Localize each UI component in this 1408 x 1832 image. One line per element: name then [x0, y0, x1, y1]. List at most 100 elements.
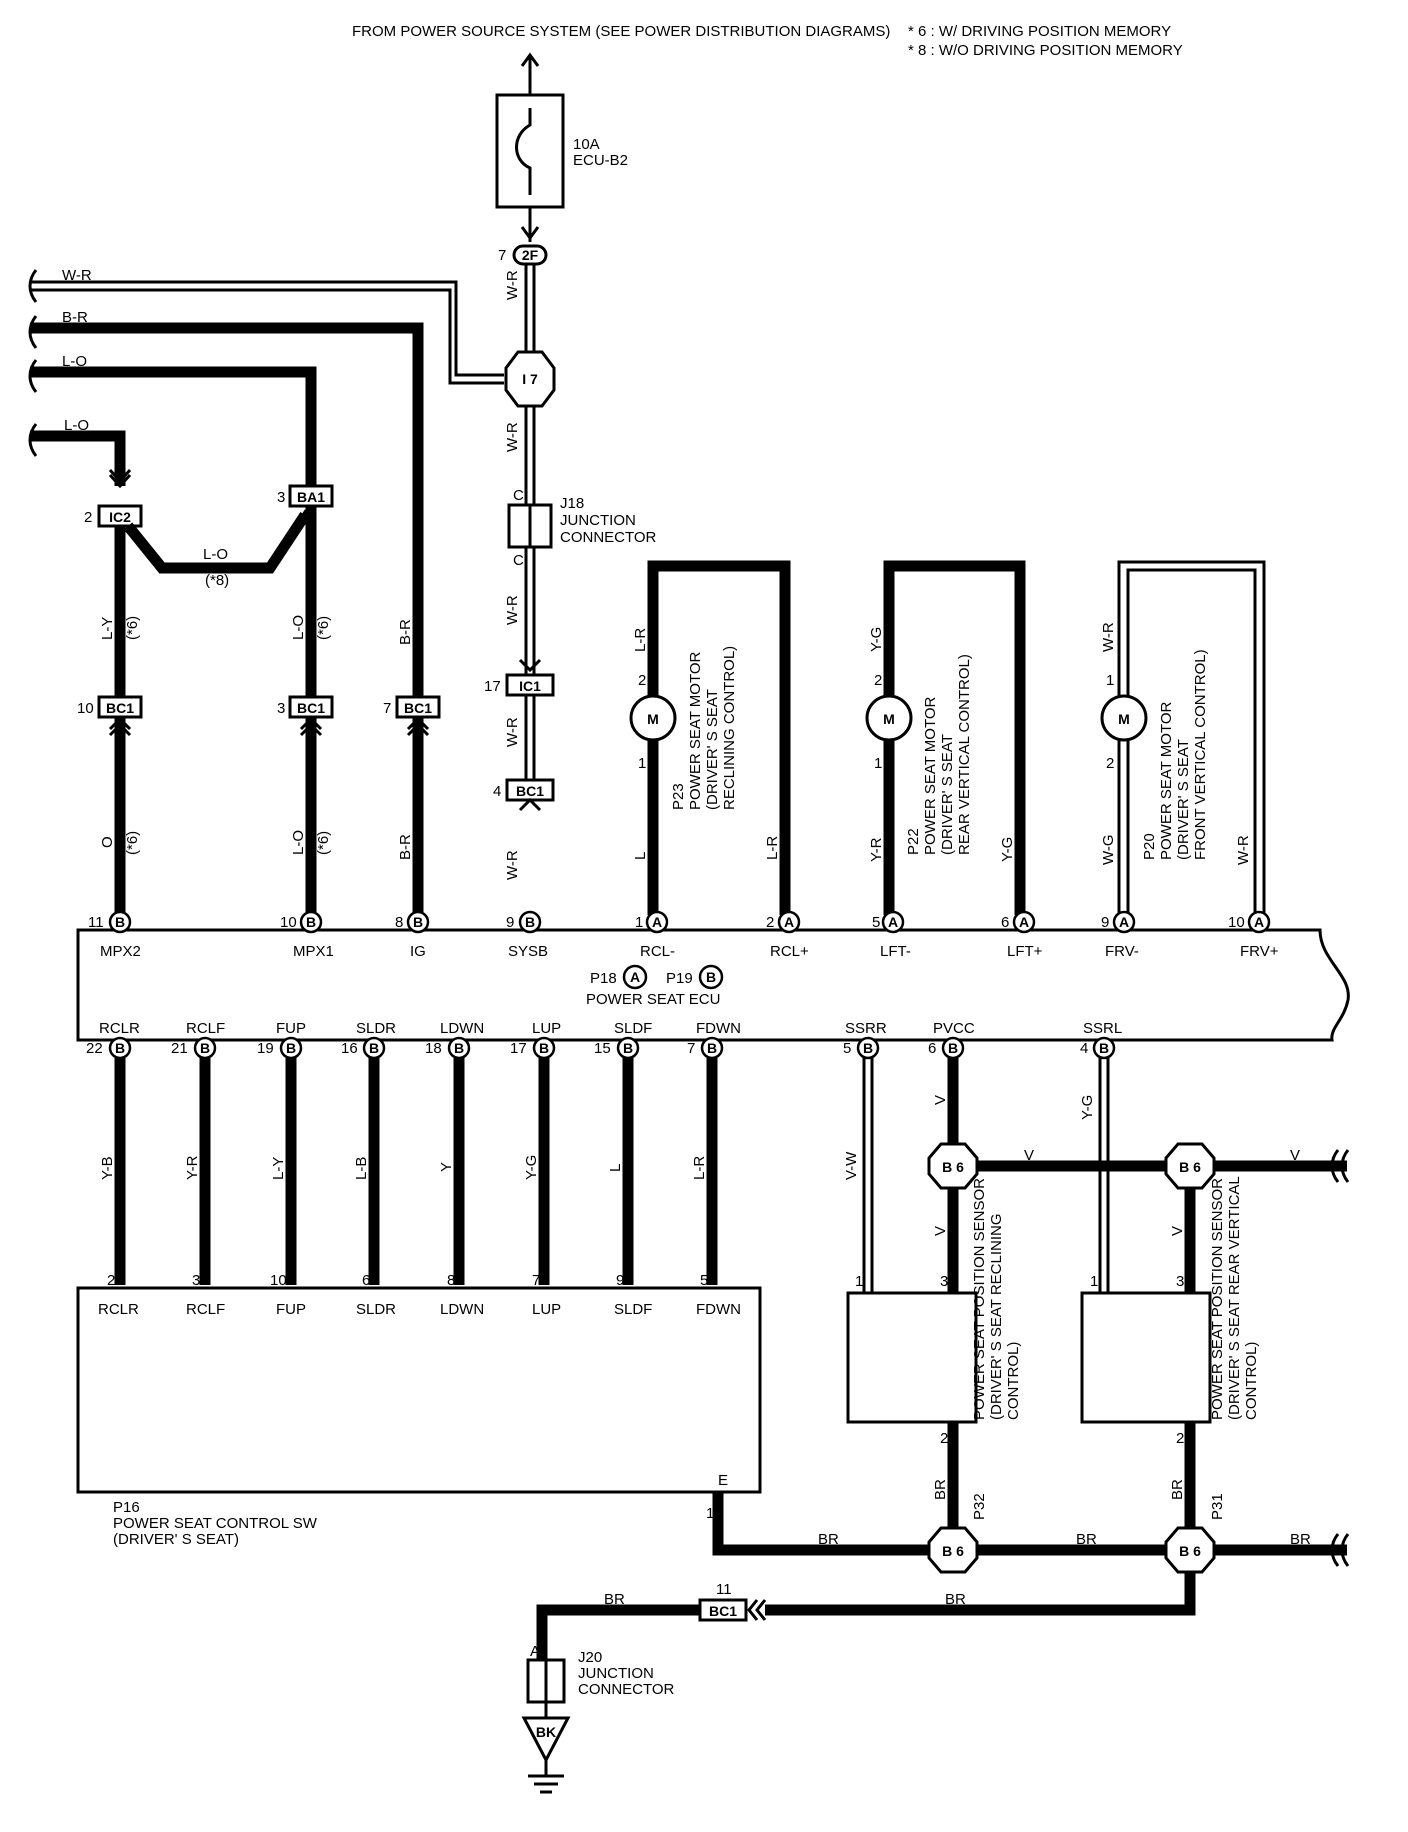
note-6-mpx1-b: (*6): [315, 831, 332, 855]
sw-wire-5: Y: [438, 1162, 455, 1172]
wire-mpx2: L-Y (*6) O (*6): [99, 526, 141, 915]
wire-label-v-1: V: [932, 1095, 949, 1105]
ecu-bottom-pins-switch: B 22 B 21 B 19 B 16 B 18 B 17 B 15 B 7: [86, 1036, 724, 1060]
ecu-bot-conn-2: B: [200, 1040, 210, 1056]
p31-pin3: 3: [1176, 1273, 1184, 1290]
bc1-ig-label: BC1: [404, 700, 432, 716]
wire-label-p23-l-r: L-R: [632, 628, 649, 652]
sw-wire-8: L-R: [691, 1156, 708, 1180]
ecu-top-conn-5: A: [652, 914, 662, 930]
wire-label-p22-y-g2: Y-G: [999, 837, 1016, 862]
ecu-top-conn-2: B: [306, 914, 316, 930]
wire-label-l-o-2: L-O: [290, 830, 307, 855]
ecu-bot-pin-2: 21: [171, 1040, 188, 1057]
fuse-ecu-b2: 10A ECU-B2: [495, 52, 628, 242]
power-seat-ecu: POWER SEAT ECU P18 A P19 B: [76, 928, 1350, 1042]
ecu-top-label-4: SYSB: [508, 943, 548, 960]
j18-name: JUNCTION: [560, 512, 636, 529]
motor-p22-l2: (DRIVER' S SEAT: [939, 734, 956, 855]
connector-ic1-label: IC1: [519, 678, 541, 694]
b6-br1-label: B 6: [942, 1543, 964, 1559]
note-8-link: (*8): [205, 572, 229, 589]
ecu-bot-label-8: FDWN: [696, 1020, 741, 1037]
ecu-top-pin-7: 5: [872, 914, 880, 931]
ecu-top-label-9: FRV-: [1105, 943, 1139, 960]
note-6-mpx1-a: (*6): [315, 616, 332, 640]
j18-name2: CONNECTOR: [560, 529, 657, 546]
p31-l1: POWER SEAT POSITION SENSOR: [1209, 1178, 1226, 1420]
motor-p23-pin1: 1: [638, 755, 646, 772]
ecu-bot-label-9: SSRR: [845, 1020, 887, 1037]
ecu-top-conn-3: B: [413, 914, 423, 930]
ecu-bot-pin-8: 7: [687, 1040, 695, 1057]
wire-label-br-1: BR: [932, 1479, 949, 1500]
ecu-bot-label-2: RCLF: [186, 1020, 225, 1037]
connector-i7-label: I 7: [522, 371, 538, 387]
bc1-mpx2-label: BC1: [106, 700, 134, 716]
connector-ic1: IC1 17: [484, 658, 555, 697]
sw-wire-2: Y-R: [184, 1155, 201, 1180]
ecu-top-pin-3: 8: [395, 914, 403, 931]
ecu-top-label-8: LFT+: [1007, 943, 1043, 960]
power-source-label: FROM POWER SOURCE SYSTEM (SEE POWER DIST…: [352, 23, 890, 40]
ecu-id-b: P19: [666, 970, 693, 987]
sw-name: POWER SEAT CONTROL SW: [113, 1515, 318, 1532]
ecu-top-label-6: RCL+: [770, 943, 809, 960]
wire-label-v-5: V: [1169, 1226, 1186, 1236]
j20-pin-a: A: [530, 1643, 540, 1660]
ecu-top-pin-1: 11: [88, 914, 104, 931]
b6-br2-label: B 6: [1179, 1543, 1201, 1559]
sw-pin-7: 9: [616, 1272, 624, 1289]
fuse-name: ECU-B2: [573, 152, 628, 169]
p32-pin3: 3: [940, 1273, 948, 1290]
motor-p22-symbol: M: [883, 711, 895, 727]
sw-label-3: FUP: [276, 1301, 306, 1318]
wire-label-w-r-top: W-R: [62, 267, 92, 284]
sensor-p31: 1 3 2 POWER SEAT POSITION SENSOR (DRIVER…: [1080, 1176, 1260, 1520]
sw-label-4: SLDR: [356, 1301, 396, 1318]
junction-j20: A J20 JUNCTION CONNECTOR: [526, 1643, 675, 1718]
connector-2f-label: 2F: [522, 247, 539, 263]
ecu-bot-label-5: LDWN: [440, 1020, 484, 1037]
wire-label-w-r-4: W-R: [504, 717, 521, 747]
sw-wire-6: Y-G: [523, 1155, 540, 1180]
ecu-top-pin-9: 9: [1101, 914, 1109, 931]
connector-b6-br2: B 6: [1164, 1526, 1216, 1574]
ecu-top-pin-6: 2: [766, 914, 774, 931]
motor-p23-l2: (DRIVER' S SEAT: [704, 689, 721, 810]
wire-label-v-4: V: [1290, 1147, 1300, 1164]
connector-b6-v1: B 6: [927, 1142, 979, 1190]
motor-p20-l3: FRONT VERTICAL CONTROL): [1192, 649, 1209, 860]
wire-label-l-o-ic2: L-O: [64, 417, 89, 434]
motor-p20: M 1 2 W-R W-G W-R P20 POWER SEAT MOTOR (…: [1100, 560, 1266, 915]
motor-p22-pin2: 2: [874, 672, 882, 689]
wire-label-br-5: BR: [1290, 1531, 1311, 1548]
sw-pin-6: 7: [532, 1272, 540, 1289]
wire-ssrr: V-W: [843, 1050, 874, 1300]
p32-pin1: 1: [855, 1273, 863, 1290]
ecu-bot-conn-10: B: [948, 1040, 958, 1056]
j18-pin-c1: C: [513, 487, 524, 504]
wire-label-p20-w-r: W-R: [1100, 622, 1117, 652]
wire-label-br-7: BR: [604, 1591, 625, 1608]
j20-id: J20: [578, 1649, 602, 1666]
motor-p23-pin2: 2: [638, 672, 646, 689]
connector-ic2-label: IC2: [109, 509, 131, 525]
wire-label-p22-y-g: Y-G: [868, 627, 885, 652]
connector-ic2-pin: 2: [84, 509, 92, 526]
ecu-bot-pin-10: 6: [928, 1040, 936, 1057]
motor-p23-l3: RECLINING CONTROL): [721, 646, 738, 810]
motor-p20-l2: (DRIVER' S SEAT: [1175, 739, 1192, 860]
ecu-bot-label-3: FUP: [276, 1020, 306, 1037]
wire-b-r: B-R B-R B-R: [30, 309, 424, 915]
sw-label-2: RCLF: [186, 1301, 225, 1318]
wire-label-w-r-3: W-R: [504, 595, 521, 625]
motor-p23-id: P23: [670, 783, 687, 810]
ecu-top-label-7: LFT-: [880, 943, 911, 960]
sensor-p32: 1 3 2 POWER SEAT POSITION SENSOR (DRIVER…: [846, 1178, 1022, 1520]
ecu-bot-conn-6: B: [539, 1040, 549, 1056]
motor-p22-pin1: 1: [874, 755, 882, 772]
ecu-bot-pin-5: 18: [425, 1040, 442, 1057]
connector-2f: 2F 7: [498, 244, 548, 266]
ecu-top-pin-2: 10: [280, 914, 297, 931]
